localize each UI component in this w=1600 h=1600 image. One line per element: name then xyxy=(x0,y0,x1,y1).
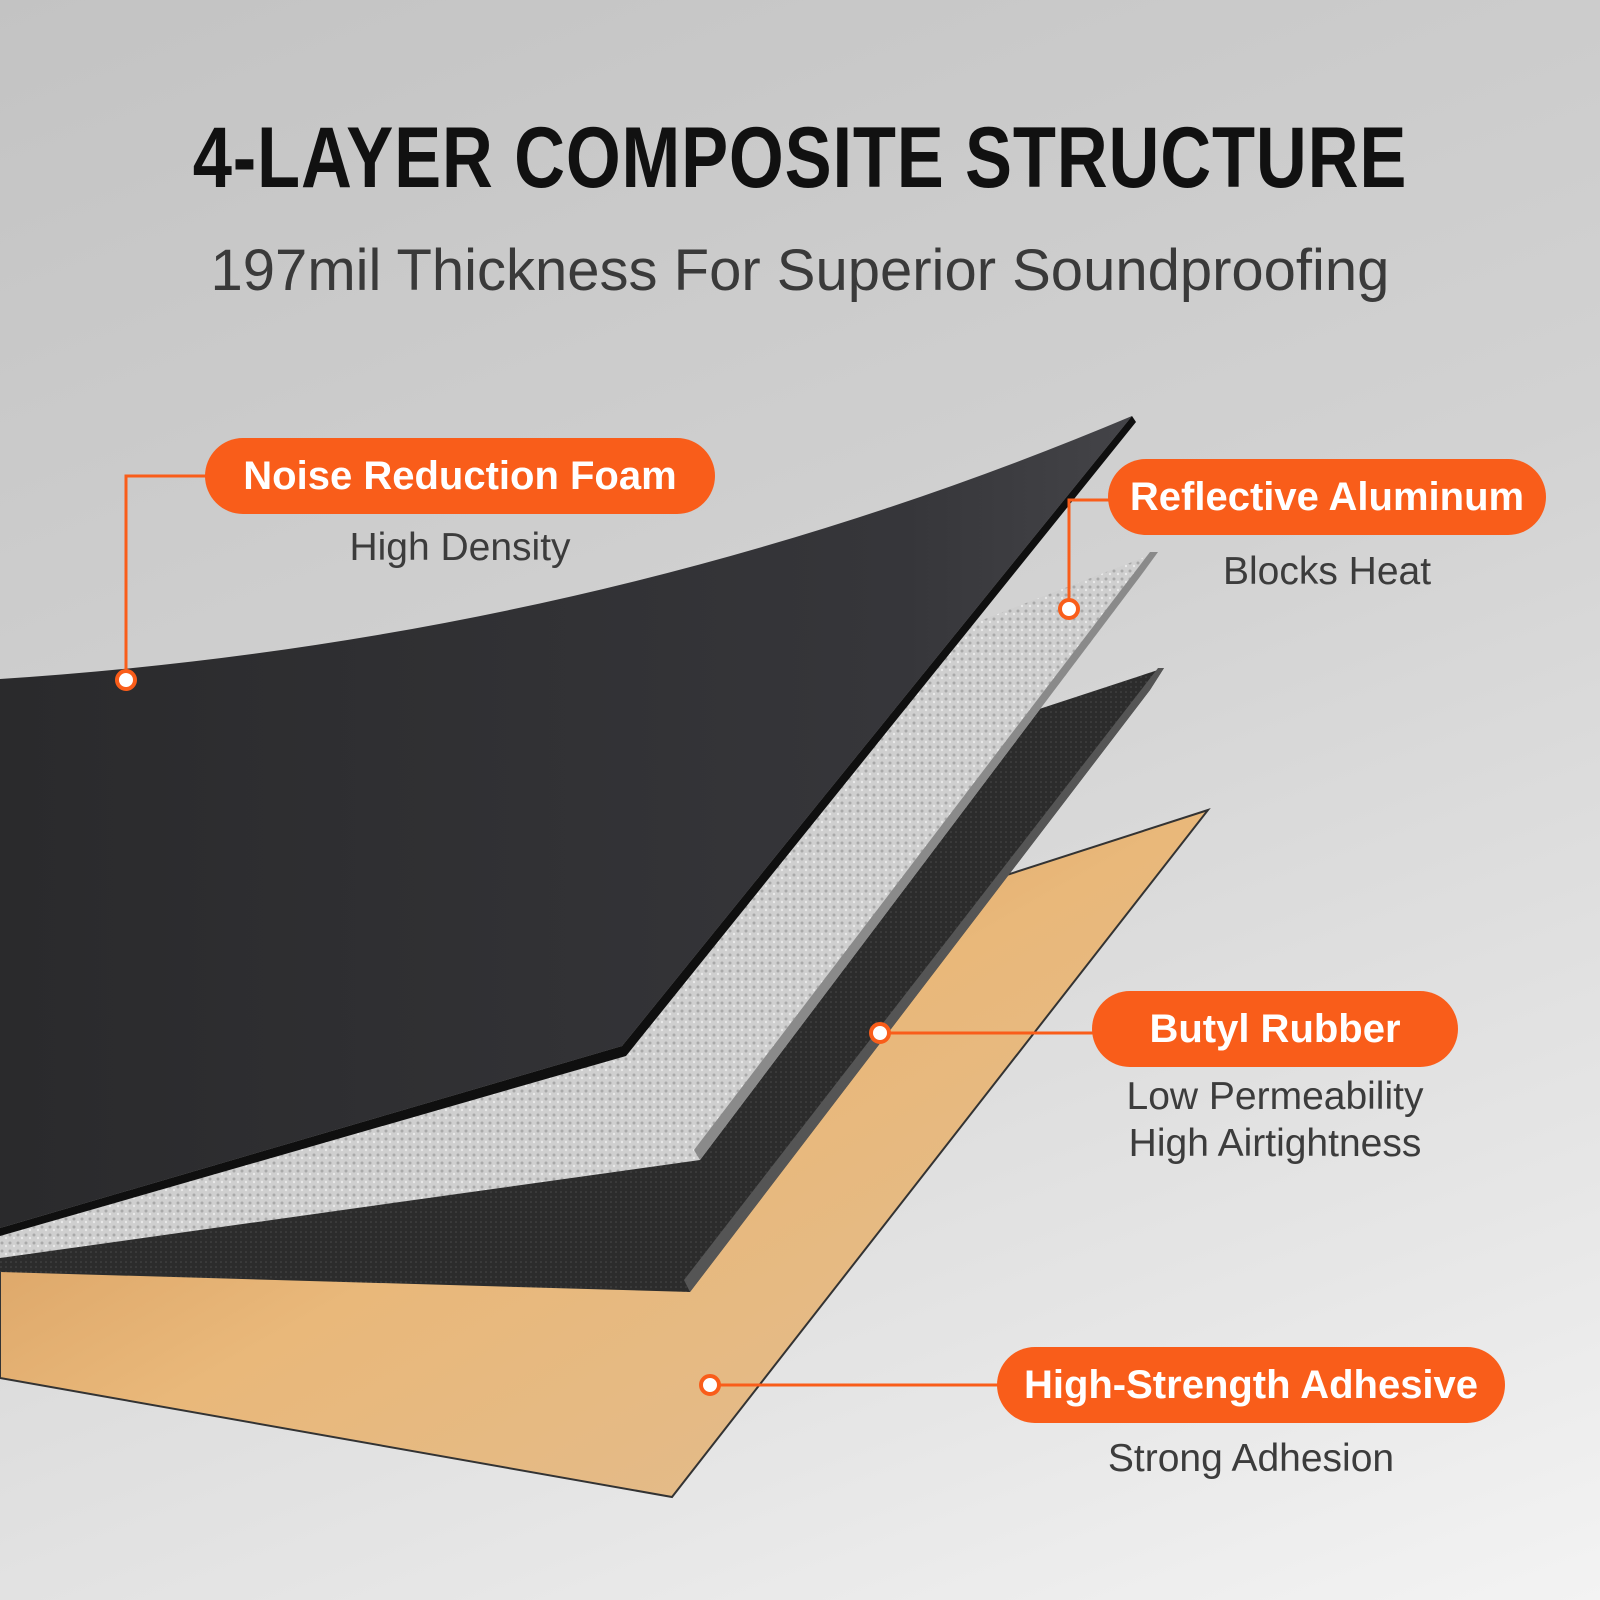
callout-lines xyxy=(124,474,1110,1387)
label-reflective-aluminum: Reflective Aluminum xyxy=(1108,459,1546,535)
desc-noise-reduction-foam: High Density xyxy=(349,526,571,569)
page-title: 4-LAYER COMPOSITE STRUCTURE xyxy=(192,110,1408,206)
callout-markers xyxy=(115,598,1080,1396)
foam-edge xyxy=(0,416,1136,1236)
desc-butyl-rubber-1: Low Permeability xyxy=(1126,1075,1424,1118)
desc-reflective-aluminum: Blocks Heat xyxy=(1222,550,1432,593)
label-high-strength-adhesive: High-Strength Adhesive xyxy=(997,1347,1505,1423)
desc-butyl-rubber-2: High Airtightness xyxy=(1128,1122,1422,1165)
butyl-edge xyxy=(684,668,1164,1292)
label-noise-reduction-foam: Noise Reduction Foam xyxy=(205,438,715,514)
label-butyl-rubber: Butyl Rubber xyxy=(1092,991,1458,1067)
noise-foam-layer xyxy=(0,416,1132,1228)
desc-high-strength-adhesive: Strong Adhesion xyxy=(1107,1437,1395,1480)
page-subtitle: 197mil Thickness For Superior Soundproof… xyxy=(210,238,1390,303)
aluminum-edge xyxy=(694,552,1158,1160)
